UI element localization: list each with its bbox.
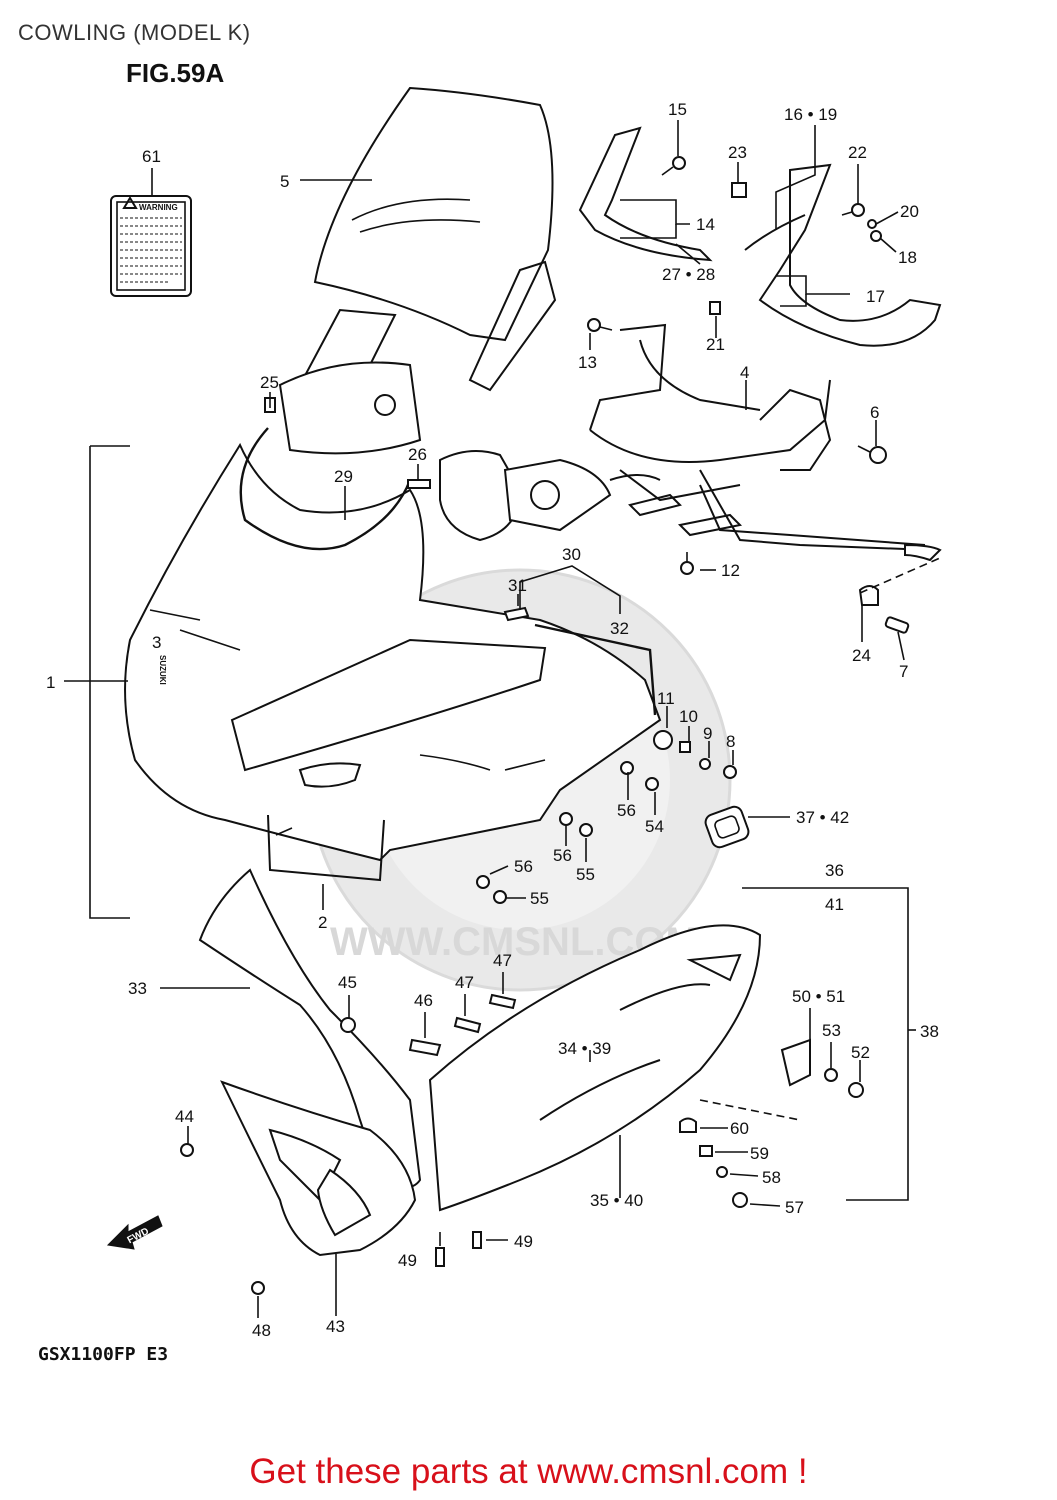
callout-48: 48 xyxy=(252,1321,271,1340)
lower-cowling-part-34 xyxy=(428,924,762,1212)
callout-46: 46 xyxy=(414,991,433,1010)
callout-16-19: 16 • 19 xyxy=(784,105,837,124)
warning-label-text: WARNING xyxy=(139,203,178,212)
callout-1: 1 xyxy=(46,673,55,692)
callout-labels: 1 2 3 4 5 6 7 8 9 10 11 12 13 14 15 16 •… xyxy=(46,100,939,1340)
callout-60: 60 xyxy=(730,1119,749,1138)
callout-24: 24 xyxy=(852,646,871,665)
callout-58: 58 xyxy=(762,1168,781,1187)
callout-3: 3 xyxy=(152,633,161,652)
callout-49b: 49 xyxy=(514,1232,533,1251)
callout-56c: 56 xyxy=(514,857,533,876)
callout-15: 15 xyxy=(668,100,687,119)
callout-12: 12 xyxy=(721,561,740,580)
callout-20: 20 xyxy=(900,202,919,221)
callout-31: 31 xyxy=(508,576,527,595)
leader-lines xyxy=(64,120,941,1318)
callout-14: 14 xyxy=(696,215,715,234)
callout-61: 61 xyxy=(142,147,161,166)
callout-35-40: 35 • 40 xyxy=(590,1191,643,1210)
callout-10: 10 xyxy=(679,707,698,726)
callout-45: 45 xyxy=(338,973,357,992)
callout-59: 59 xyxy=(750,1144,769,1163)
side-bracket-part-14 xyxy=(578,126,713,262)
callout-4: 4 xyxy=(740,363,749,382)
callout-8: 8 xyxy=(726,732,735,751)
brand-text: SUZUKI xyxy=(158,655,167,685)
callout-5: 5 xyxy=(280,172,289,191)
callout-26: 26 xyxy=(408,445,427,464)
callout-36: 36 xyxy=(825,861,844,880)
callout-21: 21 xyxy=(706,335,725,354)
hardware-screws xyxy=(180,156,910,1295)
callout-25: 25 xyxy=(260,373,279,392)
callout-7: 7 xyxy=(899,662,908,681)
callout-47b: 47 xyxy=(493,951,512,970)
callout-53: 53 xyxy=(822,1021,841,1040)
frame-stay-part-4 xyxy=(589,323,942,562)
callout-44: 44 xyxy=(175,1107,194,1126)
mirror-assembly xyxy=(439,450,661,542)
fwd-arrow: FWD xyxy=(106,1215,163,1250)
upper-cowling-part-1: SUZUKI xyxy=(124,427,662,862)
trim-strips xyxy=(503,606,657,716)
fwd-text: FWD xyxy=(126,1226,151,1246)
figure-number: FIG.59A xyxy=(126,58,225,88)
side-bracket-part-17 xyxy=(744,163,942,347)
callout-27-28: 27 • 28 xyxy=(662,265,715,284)
callout-23: 23 xyxy=(728,143,747,162)
callout-55b: 55 xyxy=(530,889,549,908)
warning-label-part-61: WARNING xyxy=(110,195,192,297)
callout-38: 38 xyxy=(920,1022,939,1041)
callout-47a: 47 xyxy=(455,973,474,992)
callout-37-42: 37 • 42 xyxy=(796,808,849,827)
inner-panel-part-2 xyxy=(267,814,385,882)
callout-22: 22 xyxy=(848,143,867,162)
callout-29: 29 xyxy=(334,467,353,486)
callout-2: 2 xyxy=(318,913,327,932)
screen-bracket xyxy=(278,260,557,455)
callout-34-39: 34 • 39 xyxy=(558,1039,611,1058)
model-code: GSX1100FP E3 xyxy=(38,1344,169,1365)
callout-56b: 56 xyxy=(553,846,572,865)
callout-41: 41 xyxy=(825,895,844,914)
callout-56a: 56 xyxy=(617,801,636,820)
callout-32: 32 xyxy=(610,619,629,638)
windscreen-part-5 xyxy=(313,86,554,342)
callout-30: 30 xyxy=(562,545,581,564)
callout-57: 57 xyxy=(785,1198,804,1217)
callout-50-51: 50 • 51 xyxy=(792,987,845,1006)
callout-6: 6 xyxy=(870,403,879,422)
callout-33: 33 xyxy=(128,979,147,998)
front-bracket-part-43 xyxy=(220,1080,417,1257)
callout-49a: 49 xyxy=(398,1251,417,1270)
callout-17: 17 xyxy=(866,287,885,306)
callout-11: 11 xyxy=(657,689,675,708)
get-parts-link[interactable]: Get these parts at www.cmsnl.com ! xyxy=(249,1452,808,1491)
callout-13: 13 xyxy=(578,353,597,372)
callout-9: 9 xyxy=(703,724,712,743)
page-title: COWLING (MODEL K) xyxy=(18,20,251,45)
callout-54: 54 xyxy=(645,817,664,836)
callout-18: 18 xyxy=(898,248,917,267)
callout-43: 43 xyxy=(326,1317,345,1336)
callout-52: 52 xyxy=(851,1043,870,1062)
callout-55a: 55 xyxy=(576,865,595,884)
